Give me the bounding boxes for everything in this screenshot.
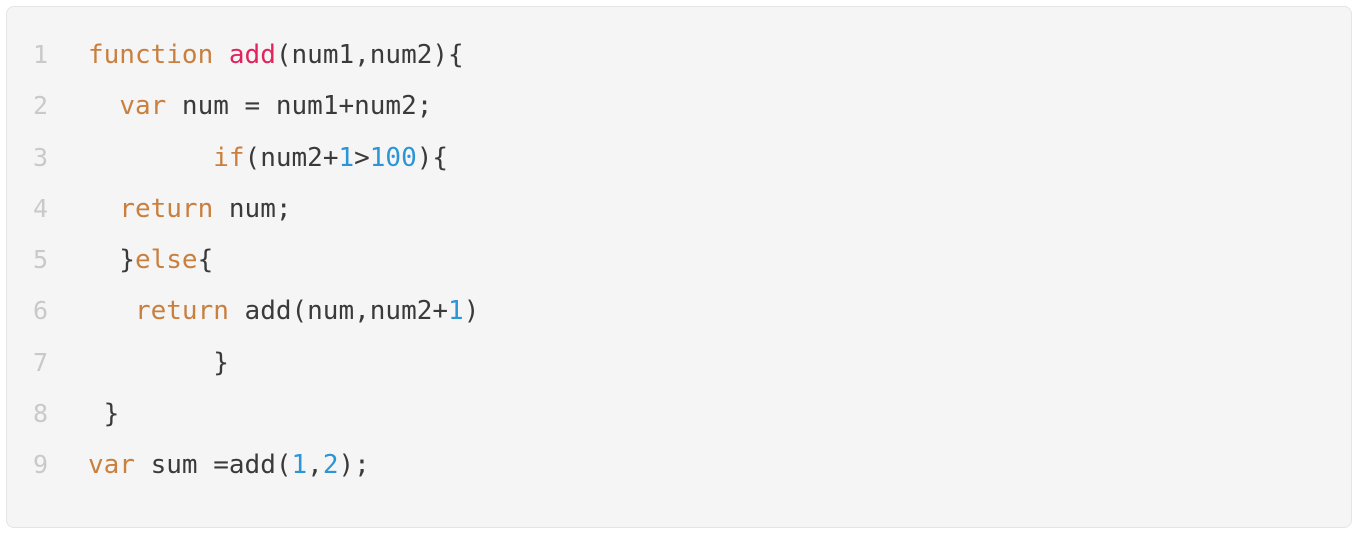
code-token-num: 1	[448, 296, 464, 327]
line-content: }	[88, 399, 120, 430]
line-number: 3	[32, 142, 48, 172]
code-line: 6 return add(num,num2+1)	[7, 285, 1333, 336]
line-content: return num;	[88, 193, 292, 224]
code-token-pl: add(num,num2+	[228, 296, 449, 327]
code-token-num: 100	[369, 142, 417, 173]
code-line: 9 var sum =add(1,2);	[7, 439, 1333, 490]
code-token-kw: if	[213, 142, 245, 173]
line-number: 8	[32, 399, 48, 429]
code-token-pl: }	[88, 347, 229, 378]
line-content: }	[88, 348, 229, 378]
code-token-pl	[88, 194, 119, 224]
code-token-pl: sum =add(	[134, 450, 292, 481]
line-number: 1	[32, 40, 48, 69]
code-token-kw: return	[134, 296, 229, 327]
code-token-pl	[213, 40, 229, 70]
code-token-pl: num = num1+num2;	[166, 91, 433, 122]
line-number: 7	[32, 347, 48, 377]
code-token-fn: add	[228, 40, 276, 70]
code-token-pl	[88, 296, 135, 326]
line-number: 4	[32, 193, 48, 223]
code-line: 5 }else{	[7, 234, 1333, 285]
code-token-pl: }	[88, 399, 120, 430]
code-token-kw: var	[88, 450, 135, 481]
code-line: 1 function add(num1,num2){	[7, 29, 1333, 80]
code-token-pl	[88, 91, 119, 121]
code-token-pl: (num2+	[244, 142, 339, 173]
line-content: }else{	[88, 245, 213, 275]
code-token-pl: >	[354, 142, 370, 173]
code-snippet-card: 1 function add(num1,num2){ 2 var num = num…	[6, 6, 1352, 528]
code-token-kw: function	[88, 40, 214, 70]
code-token-num: 1	[291, 450, 308, 481]
code-token-kw: var	[119, 91, 167, 122]
code-token-kw: return	[119, 193, 214, 224]
code-token-pl: num;	[213, 193, 292, 224]
code-line: 7 }	[7, 337, 1333, 388]
code-line: 3 if(num2+1>100){	[7, 132, 1333, 183]
line-number: 2	[32, 91, 48, 121]
code-token-num: 1	[338, 142, 355, 173]
code-token-pl: (num1,num2){	[275, 40, 464, 70]
code-token-num: 2	[322, 450, 339, 481]
code-token-pl: }	[88, 245, 135, 276]
code-line: 2 var num = num1+num2;	[7, 80, 1333, 131]
code-line: 4 return num;	[7, 183, 1333, 234]
line-content: var num = num1+num2;	[88, 91, 432, 121]
code-line: 8 }	[7, 388, 1333, 439]
line-number: 5	[32, 245, 48, 275]
code-token-pl: ){	[416, 142, 449, 173]
code-token-pl: ,	[307, 450, 323, 481]
code-block: 1 function add(num1,num2){ 2 var num = num…	[7, 7, 1351, 509]
code-token-pl: {	[197, 245, 214, 276]
line-number: 6	[32, 296, 48, 326]
line-content: var sum =add(1,2);	[88, 450, 370, 480]
code-token-pl	[88, 143, 213, 173]
line-number: 9	[32, 450, 48, 480]
line-content: return add(num,num2+1)	[88, 296, 479, 326]
line-content: if(num2+1>100){	[88, 143, 448, 173]
code-token-pl: );	[338, 450, 370, 481]
code-token-pl: )	[463, 296, 480, 327]
code-token-kw: else	[134, 245, 198, 276]
line-content: function add(num1,num2){	[88, 40, 464, 70]
